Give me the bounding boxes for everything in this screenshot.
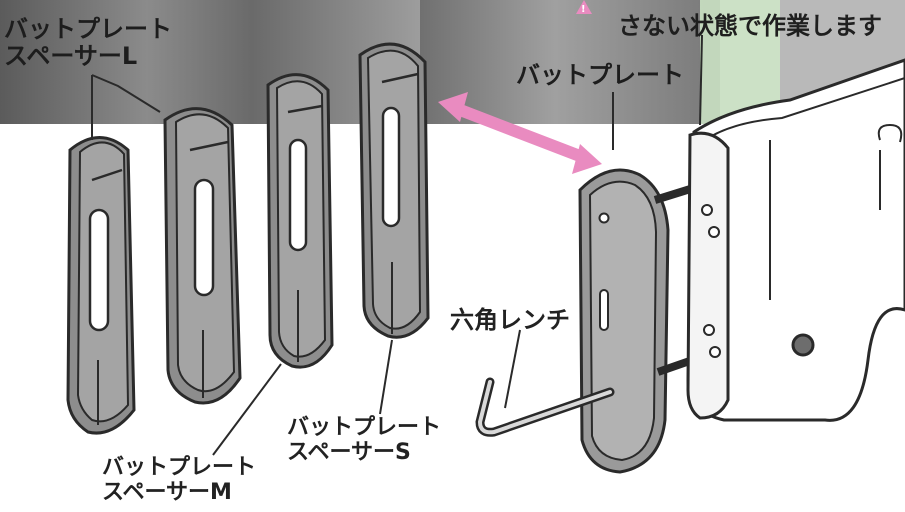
hex-wrench-shape (475, 377, 615, 437)
label-butt-plate: バットプレート (516, 61, 684, 89)
label-spacer-m-line1: バットプレート (102, 455, 257, 480)
leader-lines (91, 34, 703, 456)
spacer-m-shape (266, 73, 334, 369)
spacer-l-shape (66, 136, 136, 435)
label-spacer-s-line1: バットプレート (287, 415, 442, 440)
butt-plate-shape (578, 168, 670, 474)
label-spacer-m: バットプレート スペーサーM (102, 455, 257, 505)
stock-shape (686, 58, 905, 422)
label-spacer-s: バットプレート スペーサーS (287, 415, 442, 465)
spacer-l2-shape (163, 107, 242, 405)
warning-text: さない状態で作業します (618, 12, 882, 40)
warning-icon: ! (576, 0, 592, 15)
label-spacer-s-line2: スペーサーS (287, 439, 411, 465)
label-spacer-l-line2: スペーサーL (4, 41, 138, 70)
label-spacer-l: バットプレート スペーサーL (4, 16, 172, 70)
label-spacer-l-line1: バットプレート (4, 15, 172, 43)
label-hex-wrench: 六角レンチ (450, 306, 570, 334)
spacer-s-shape (358, 42, 430, 339)
photo-dark-left (0, 0, 420, 124)
svg-text:!: ! (581, 4, 586, 15)
label-spacer-m-line2: スペーサーM (102, 479, 232, 505)
photo-dark-right (420, 0, 720, 124)
double-arrow-icon (438, 92, 602, 174)
